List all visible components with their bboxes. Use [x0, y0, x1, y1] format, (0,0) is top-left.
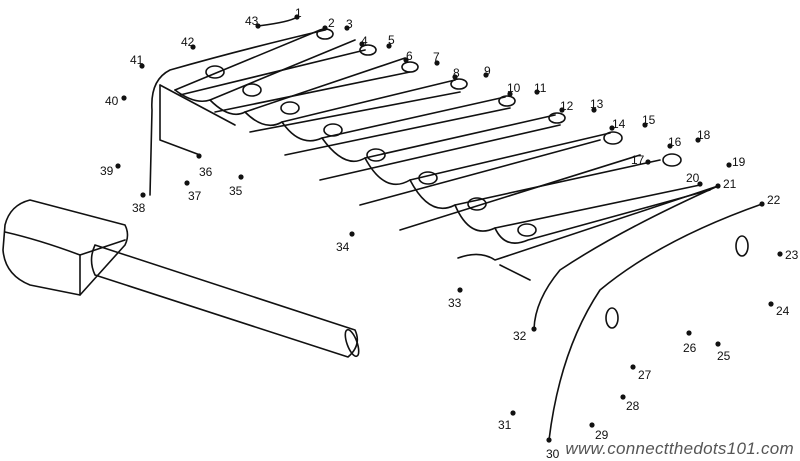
dot-21	[715, 183, 721, 189]
dot-label-33: 33	[448, 296, 462, 310]
dot-23	[777, 251, 783, 257]
dot-label-18: 18	[697, 128, 711, 142]
dot-label-3: 3	[346, 17, 353, 31]
dot-26	[686, 330, 692, 336]
dot-label-38: 38	[132, 201, 146, 215]
dot-label-20: 20	[686, 171, 700, 185]
dot-label-34: 34	[336, 240, 350, 254]
dot-3	[344, 25, 350, 31]
dot-14	[609, 125, 615, 131]
dot-label-43: 43	[245, 14, 259, 28]
dot-label-14: 14	[612, 117, 626, 131]
dot-19	[726, 162, 732, 168]
dot-label-13: 13	[590, 97, 604, 111]
dot-label-25: 25	[717, 349, 731, 363]
dot-label-36: 36	[199, 165, 213, 179]
dot-label-39: 39	[100, 164, 114, 178]
dot-label-12: 12	[560, 99, 574, 113]
dot-31	[510, 410, 516, 416]
dot-37	[184, 180, 190, 186]
dot-35	[238, 174, 244, 180]
dot-label-8: 8	[453, 66, 460, 80]
watermark: www.connectthedots101.com	[565, 439, 794, 458]
dot-label-2: 2	[328, 16, 335, 30]
dot-30	[546, 437, 552, 443]
dot-label-28: 28	[626, 399, 640, 413]
dot-22	[759, 201, 765, 207]
dot-label-15: 15	[642, 113, 656, 127]
dot-32	[531, 326, 537, 332]
dot-label-19: 19	[732, 155, 746, 169]
dot-39	[115, 163, 121, 169]
dot-2	[322, 25, 328, 31]
dot-25	[715, 341, 721, 347]
dot-label-11: 11	[534, 81, 547, 95]
dot-27	[630, 364, 636, 370]
dot-6	[403, 57, 409, 63]
dot-label-29: 29	[595, 428, 609, 442]
dot-label-23: 23	[785, 248, 799, 262]
dot-5	[386, 43, 392, 49]
dot-20	[697, 181, 703, 187]
dot-40	[121, 95, 127, 101]
dot-4	[359, 41, 365, 47]
dot-10	[507, 91, 513, 97]
dot-38	[140, 192, 146, 198]
xylophone-outline	[2, 16, 763, 441]
dot-34	[349, 231, 355, 237]
dot-label-5: 5	[388, 33, 395, 47]
dot-label-10: 10	[507, 81, 521, 95]
dot-17	[645, 159, 651, 165]
dot-7	[434, 60, 440, 66]
dot-41	[139, 63, 145, 69]
dot-15	[642, 122, 648, 128]
dot-label-26: 26	[683, 341, 697, 355]
dot-33	[457, 287, 463, 293]
dot-29	[589, 422, 595, 428]
dot-label-41: 41	[130, 53, 144, 67]
dot-label-32: 32	[513, 329, 527, 343]
dot-label-9: 9	[484, 64, 491, 78]
dot-1	[294, 14, 300, 20]
dot-24	[768, 301, 774, 307]
dot-9	[483, 72, 489, 78]
dot-label-21: 21	[723, 177, 737, 191]
dot-label-16: 16	[668, 135, 682, 149]
dot-label-35: 35	[229, 184, 243, 198]
dot-label-30: 30	[546, 447, 560, 461]
dot-36	[196, 153, 202, 159]
dot-label-24: 24	[776, 304, 790, 318]
dot-16	[667, 143, 673, 149]
dot-28	[620, 394, 626, 400]
dot-label-31: 31	[498, 418, 512, 432]
dot-label-40: 40	[105, 94, 119, 108]
dot-18	[695, 137, 701, 143]
dot-11	[534, 89, 540, 95]
dot-label-22: 22	[767, 193, 781, 207]
dot-label-4: 4	[361, 34, 368, 48]
dot-label-7: 7	[433, 50, 440, 64]
dot-label-6: 6	[406, 49, 413, 63]
dot-12	[559, 107, 565, 113]
dot-label-37: 37	[188, 189, 202, 203]
dot-43	[255, 23, 261, 29]
dot-label-1: 1	[295, 6, 302, 20]
dot-13	[591, 107, 597, 113]
dot-42	[190, 44, 196, 50]
dot-8	[452, 74, 458, 80]
dot-label-27: 27	[638, 368, 652, 382]
dot-label-17: 17	[631, 153, 645, 167]
dot-label-42: 42	[181, 35, 195, 49]
